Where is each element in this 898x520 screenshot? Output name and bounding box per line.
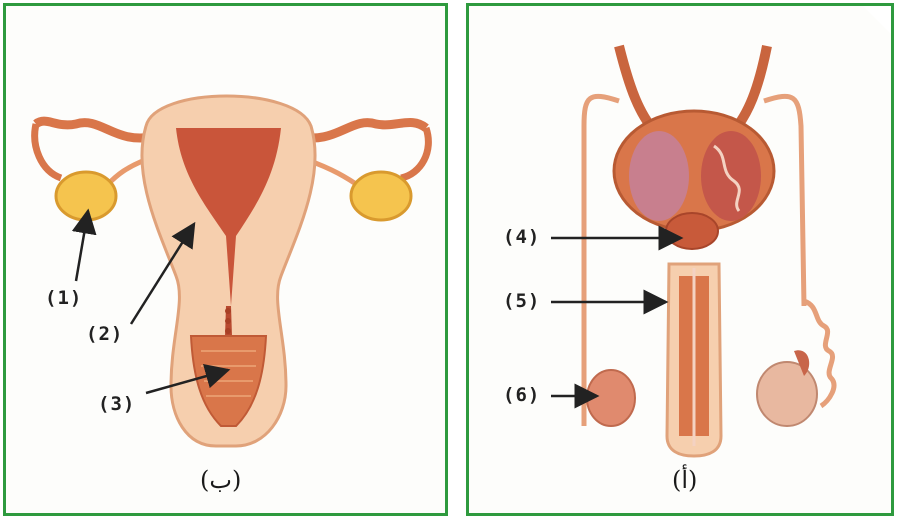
- ovary-right: [351, 172, 411, 220]
- label-5: (5): [503, 290, 540, 312]
- label-1: (1): [45, 287, 82, 309]
- arrow-1: [76, 211, 88, 281]
- testis-left: [587, 370, 635, 426]
- female-diagram-panel: (1) (2) (3) (ب): [3, 3, 448, 516]
- label-2: (2): [86, 323, 123, 345]
- label-3: (3): [98, 393, 135, 415]
- caption-a: (أ): [672, 466, 697, 494]
- female-reproductive-illustration: [6, 6, 451, 519]
- label-6: (6): [503, 384, 540, 406]
- ovary-left: [56, 172, 116, 220]
- label-4: (4): [503, 226, 540, 248]
- male-diagram-panel: (4) (5) (6) (أ): [466, 3, 894, 516]
- caption-b: (ب): [200, 466, 241, 494]
- male-reproductive-illustration: [469, 6, 897, 519]
- testis-right: [757, 362, 817, 426]
- prostate: [666, 213, 718, 249]
